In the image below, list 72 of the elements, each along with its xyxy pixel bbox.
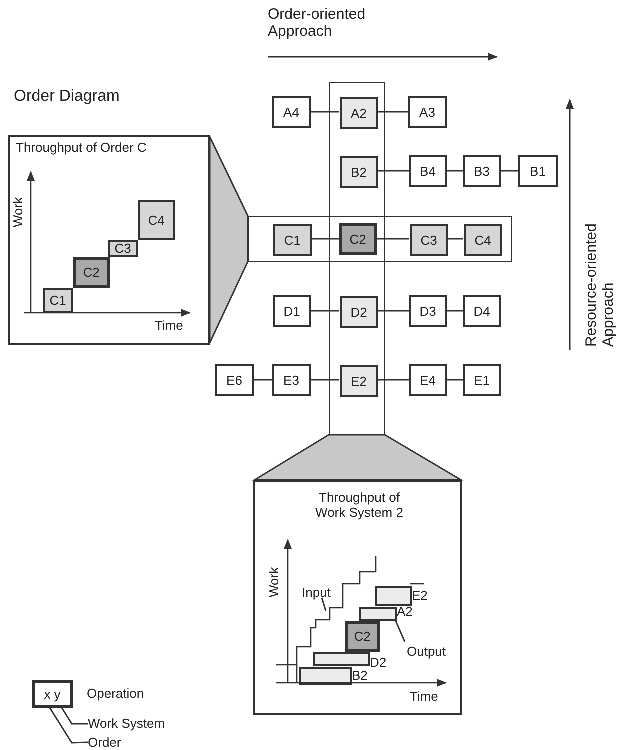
chart-panel xyxy=(253,480,462,715)
leader-line xyxy=(321,598,327,612)
connector-line xyxy=(311,310,339,312)
connector-line xyxy=(254,379,272,381)
connector-line xyxy=(377,170,409,172)
operation-box: C3 xyxy=(410,224,448,256)
operation-box: C3 xyxy=(108,240,138,257)
operation-box: C2 xyxy=(73,257,110,288)
connector-line xyxy=(447,238,463,240)
zoom-funnel xyxy=(209,136,249,344)
chart-title: Throughput of Work System 2 xyxy=(314,490,404,520)
legend-text: Order xyxy=(88,735,138,750)
operation-box: E6 xyxy=(215,364,254,396)
operation-box: D2 xyxy=(340,296,378,328)
connector-line xyxy=(311,111,339,113)
connector-line xyxy=(501,170,518,172)
operation-box: B4 xyxy=(409,155,447,187)
operation-box: A3 xyxy=(408,96,447,128)
highlight-frame xyxy=(248,216,512,262)
operation-box: C4 xyxy=(464,224,502,256)
connector-line xyxy=(377,238,409,240)
curve-label: Input xyxy=(302,585,342,600)
leader-line xyxy=(61,708,88,725)
connector-line xyxy=(447,170,463,172)
connector-line xyxy=(377,379,409,381)
operation-label: A2 xyxy=(397,604,414,619)
legend-text: Work System xyxy=(88,716,183,732)
operation-box: A4 xyxy=(272,96,311,128)
operation-box: C1 xyxy=(43,288,73,313)
operation-box: D1 xyxy=(273,295,311,327)
axis-label: Time xyxy=(410,689,440,704)
diagram-heading: Order Diagram xyxy=(14,88,121,106)
connector-line xyxy=(377,310,409,312)
operation-box: E2 xyxy=(340,365,378,397)
zoom-funnel xyxy=(252,434,464,481)
curve-label: Output xyxy=(407,644,457,659)
connector-line xyxy=(447,310,463,312)
direction-label: Resource-oriented Approach xyxy=(583,222,617,347)
operation-box: B2 xyxy=(340,156,378,188)
throughput-bar xyxy=(359,607,397,621)
leader-line xyxy=(49,708,88,744)
direction-label: Order-oriented Approach xyxy=(268,6,367,40)
operation-box: B1 xyxy=(518,155,558,187)
operation-box: E4 xyxy=(409,364,447,396)
throughput-bar xyxy=(299,667,352,685)
chart-title: Throughput of Order C xyxy=(16,140,148,155)
leader-line xyxy=(394,618,406,642)
operation-box: B3 xyxy=(463,155,501,187)
connector-line xyxy=(377,111,408,113)
operation-box: C2 xyxy=(345,621,380,652)
connector-line xyxy=(311,238,339,240)
axis-label: Work xyxy=(266,566,282,598)
operation-box: E3 xyxy=(272,364,311,396)
operation-box: A2 xyxy=(340,97,378,129)
connector-line xyxy=(311,379,339,381)
axis-label: Work xyxy=(10,196,26,228)
throughput-bar xyxy=(375,586,412,606)
operation-box: E1 xyxy=(463,364,501,396)
connector-line xyxy=(447,379,463,381)
operation-box: D4 xyxy=(463,295,501,327)
legend-symbol: x y xyxy=(32,680,73,708)
operation-label: E2 xyxy=(412,588,429,603)
highlight-frame xyxy=(329,82,385,435)
operation-box: D3 xyxy=(409,295,447,327)
throughput-bar xyxy=(313,652,370,666)
operation-box: C2 xyxy=(339,223,377,255)
operation-label: Operation xyxy=(87,686,146,701)
axis-label: Time xyxy=(155,318,184,333)
operation-label: B2 xyxy=(352,668,369,683)
operation-box: C4 xyxy=(138,200,175,240)
operation-box: C1 xyxy=(273,224,312,256)
operation-label: D2 xyxy=(370,655,388,670)
